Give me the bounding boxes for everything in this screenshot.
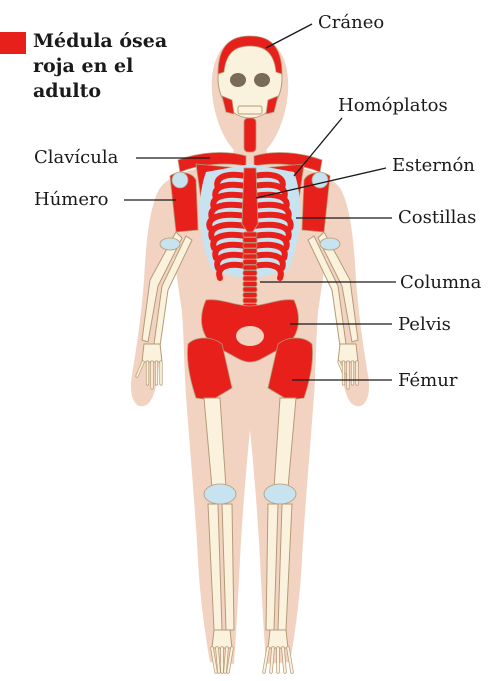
sternum bbox=[242, 168, 258, 236]
shoulder-joint-right bbox=[312, 172, 328, 188]
label-columna: Columna bbox=[400, 272, 482, 293]
vertebra bbox=[243, 243, 257, 248]
eye-socket-left bbox=[230, 73, 246, 87]
label-femur: Fémur bbox=[398, 370, 458, 391]
leader-craneo bbox=[266, 24, 312, 48]
vertebra bbox=[243, 249, 257, 254]
ankle bbox=[268, 630, 288, 648]
vertebra bbox=[243, 276, 257, 281]
palm bbox=[142, 344, 162, 362]
knee-left bbox=[204, 484, 236, 504]
vertebra bbox=[243, 260, 257, 265]
label-homoplatos: Homóplatos bbox=[338, 95, 448, 116]
lumbar-spine bbox=[243, 232, 257, 309]
eye-socket-right bbox=[254, 73, 270, 87]
label-pelvis: Pelvis bbox=[398, 314, 451, 335]
vertebra bbox=[243, 287, 257, 292]
pelvis-opening bbox=[236, 326, 264, 346]
ankle bbox=[212, 630, 232, 648]
vertebra bbox=[243, 298, 257, 303]
label-costillas: Costillas bbox=[398, 207, 476, 228]
vertebra bbox=[243, 265, 257, 270]
vertebra bbox=[243, 293, 257, 298]
label-clavicula: Clavícula bbox=[34, 147, 119, 168]
vertebra bbox=[243, 282, 257, 287]
vertebra bbox=[243, 271, 257, 276]
cervical-spine bbox=[244, 118, 256, 152]
palm bbox=[338, 344, 358, 362]
label-humero: Húmero bbox=[34, 189, 108, 210]
shoulder-joint-left bbox=[172, 172, 188, 188]
label-esternon: Esternón bbox=[392, 155, 475, 176]
knee-right bbox=[264, 484, 296, 504]
label-craneo: Cráneo bbox=[318, 12, 384, 33]
vertebra bbox=[243, 254, 257, 259]
vertebra bbox=[243, 238, 257, 243]
teeth bbox=[238, 106, 262, 114]
skull bbox=[218, 36, 282, 118]
vertebra bbox=[243, 232, 257, 237]
